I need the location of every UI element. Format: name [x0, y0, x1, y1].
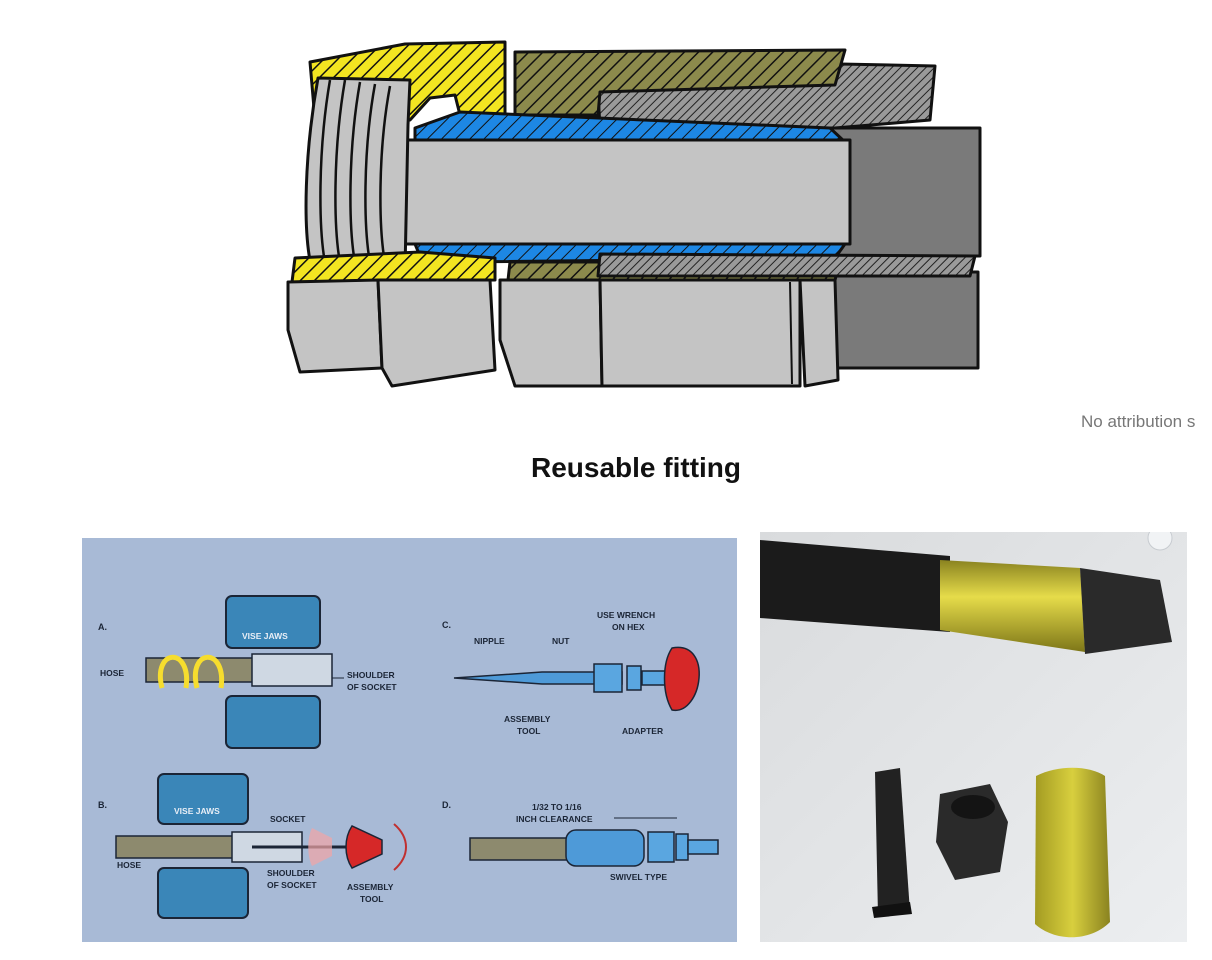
nut-c: [593, 663, 623, 693]
tool-label-b: TOOL: [360, 894, 383, 904]
step-a-label: A.: [98, 622, 107, 632]
hose-d: [469, 837, 571, 861]
vise-jaw-lower-b: [157, 867, 249, 919]
gold-socket-loose: [1035, 767, 1110, 938]
of-socket-label-a: OF SOCKET: [347, 682, 397, 692]
vise-jaw-upper-a: [225, 595, 321, 649]
assembly-steps-diagram: A. VISE JAWS HOSE SHOULDER OF SOCKET B. …: [82, 538, 737, 942]
socket-hex-body: [498, 278, 604, 388]
hose-label-a: HOSE: [100, 668, 124, 678]
hose-end-lower: [828, 270, 980, 370]
vise-jaw-upper-b: [157, 773, 249, 825]
gold-socket: [940, 560, 1085, 652]
clearance-label-2: INCH CLEARANCE: [516, 814, 593, 824]
vise-jaw-lower-a: [225, 695, 321, 749]
assembly-tool-handle-c: [663, 646, 700, 711]
step-d-label: D.: [442, 800, 451, 810]
shoulder-label-b: SHOULDER: [267, 868, 315, 878]
socket-label-b: SOCKET: [270, 814, 306, 824]
use-wrench-label: USE WRENCH: [597, 610, 655, 620]
nut-hex-body: [286, 278, 384, 374]
swivel-type-label: SWIVEL TYPE: [610, 872, 667, 882]
hose-b: [115, 835, 237, 859]
clearance-label-1: 1/32 TO 1/16: [532, 802, 582, 812]
hose-end: [828, 126, 982, 258]
yellow-arrow-icon: [157, 654, 225, 689]
assembly-tool-handle-ghost: [308, 828, 332, 866]
on-hex-label: ON HEX: [612, 622, 645, 632]
assembly-tool-handle-b: [345, 825, 383, 869]
nut-section-lower: [290, 250, 497, 284]
shoulder-label-a: SHOULDER: [347, 670, 395, 680]
step-c-label: C.: [442, 620, 451, 630]
hose-label-b: HOSE: [117, 860, 141, 870]
adapter-label: ADAPTER: [622, 726, 663, 736]
tool-label-c: TOOL: [517, 726, 540, 736]
figure-caption: Reusable fitting: [530, 452, 741, 483]
nut-d: [647, 831, 675, 863]
assembly-label-c: ASSEMBLY: [504, 714, 551, 724]
socket-d: [565, 829, 645, 867]
nipple-label: NIPPLE: [474, 636, 505, 646]
fitting-parts-photo: [760, 532, 1187, 942]
reusable-fitting-cutaway-illustration: [286, 40, 982, 388]
of-socket-label-b: OF SOCKET: [267, 880, 317, 890]
step-b-label: B.: [98, 800, 107, 810]
assembly-label-b: ASSEMBLY: [347, 882, 394, 892]
rotation-arrow-icon: [393, 823, 407, 871]
vise-jaws-text-a: VISE JAWS: [242, 631, 288, 641]
camera-icon: [1147, 532, 1173, 551]
nut-label: NUT: [552, 636, 570, 646]
nipple-bore: [403, 138, 852, 246]
black-nipple: [875, 768, 910, 916]
hose-wall-lower: [596, 252, 977, 278]
black-hose: [760, 540, 950, 632]
vise-jaws-text-b: VISE JAWS: [174, 806, 220, 816]
image-attribution: No attribution s: [1081, 412, 1196, 431]
black-nut-assembled: [1080, 568, 1172, 654]
adapter-hex-c: [626, 665, 642, 691]
